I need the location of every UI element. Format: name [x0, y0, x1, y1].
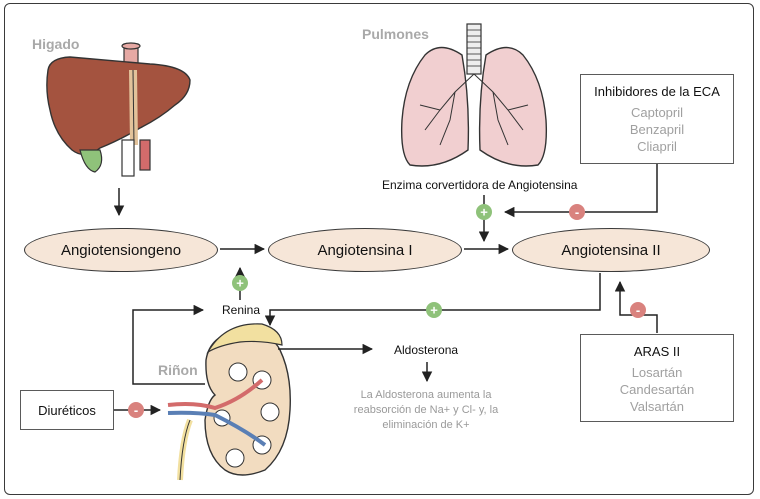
diuretics-box: Diuréticos — [20, 390, 114, 430]
ace-inhibitor-item: Captopril — [630, 105, 684, 120]
svg-text:-: - — [575, 205, 579, 220]
diuretics-label: Diuréticos — [38, 402, 96, 418]
liver-illustration — [46, 42, 191, 177]
svg-text:+: + — [480, 205, 488, 220]
minus-badge-aras: - — [630, 302, 646, 318]
renin-label: Renina — [222, 303, 261, 317]
ace-inhibitor-item: Benzapril — [629, 122, 685, 137]
kidney-illustration — [167, 323, 291, 481]
liver-label: Higado — [32, 36, 80, 52]
aras-title: ARAS II — [633, 344, 681, 359]
angiotensinogen-label: Angiotensiongeno — [60, 241, 182, 259]
aldosterone-note: La Aldosterona aumenta la reabsorción de… — [353, 389, 499, 431]
lungs-illustration — [400, 23, 548, 167]
kidney-label: Riñon — [158, 362, 198, 378]
plus-badge-renin: + — [232, 275, 248, 291]
plus-badge-feedback: + — [426, 302, 442, 318]
angiotensin-2-node: Angiotensina II — [512, 228, 710, 272]
angiotensin-1-label: Angiotensina I — [317, 241, 413, 259]
svg-text:-: - — [134, 403, 138, 418]
aras-item: Candesartán — [619, 382, 695, 397]
aras-item: Valsartán — [630, 399, 684, 414]
angiotensin-2-label: Angiotensina II — [561, 241, 661, 259]
minus-badge-diuretics: - — [128, 402, 144, 418]
lungs-label: Pulmones — [362, 26, 429, 42]
ace-inhibitor-item: Cliapril — [637, 139, 677, 154]
angiotensinogen-node: Angiotensiongeno — [24, 228, 218, 272]
plus-badge-ace: + — [476, 204, 492, 220]
ace-inhibitors-title: Inhibidores de la ECA — [594, 84, 720, 99]
ace-inhibitors-box: Inhibidores de la ECA Captopril Benzapri… — [580, 74, 734, 164]
aras-box: ARAS II Losartán Candesartán Valsartán — [580, 334, 734, 422]
svg-text:+: + — [430, 303, 438, 318]
aras-item: Losartán — [631, 365, 683, 380]
svg-text:-: - — [636, 303, 640, 318]
svg-text:+: + — [236, 276, 244, 291]
angiotensin-1-node: Angiotensina I — [268, 228, 462, 272]
ace-enzyme-label: Enzima corvertidora de Angiotensina — [382, 178, 578, 192]
minus-badge-ace-inhibitors: - — [569, 204, 585, 220]
aldosterone-label: Aldosterona — [394, 343, 459, 357]
